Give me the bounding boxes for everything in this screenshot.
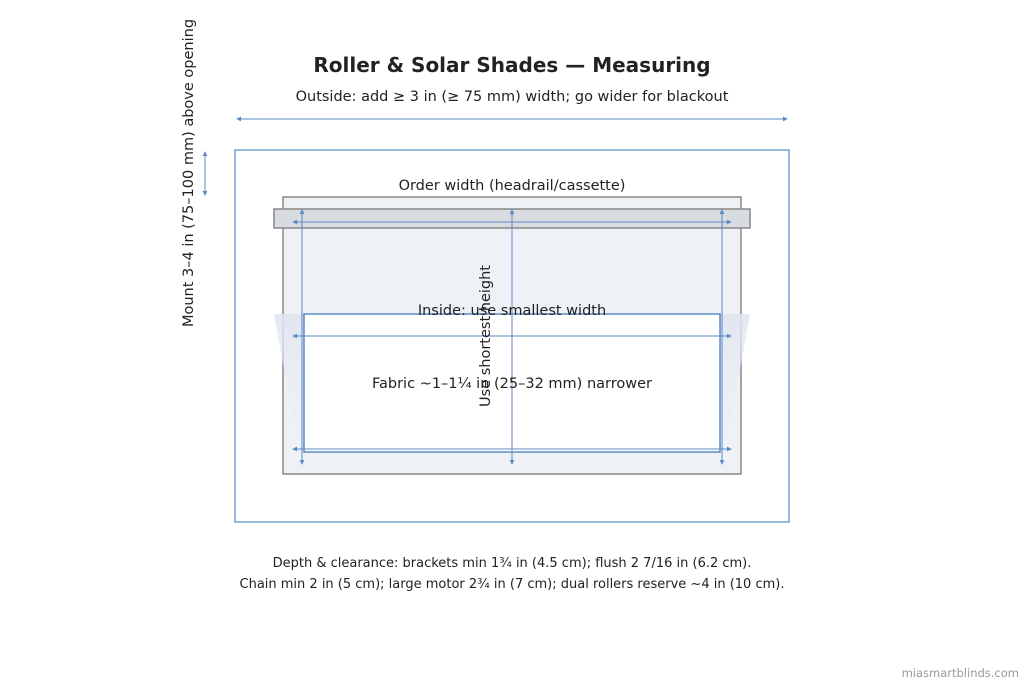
watermark: miasmartblinds.com [902, 666, 1019, 680]
order-width-label: Order width (headrail/cassette) [399, 178, 626, 194]
diagram-title: Roller & Solar Shades — Measuring [313, 53, 710, 77]
outside-mount-frame [234, 149, 790, 523]
inside-width-label: Inside: use smallest width [418, 303, 606, 319]
mount-height-label: Mount 3–4 in (75–100 mm) above opening [181, 19, 197, 327]
fabric-width-label: Fabric ~1–1¼ in (25–32 mm) narrower [372, 376, 652, 392]
shortest-height-label: Use shortest height [478, 265, 494, 407]
footer-line-2: Chain min 2 in (5 cm); large motor 2¾ in… [240, 577, 785, 592]
footer-line-1: Depth & clearance: brackets min 1¾ in (4… [273, 556, 752, 571]
outside-mount-note: Outside: add ≥ 3 in (≥ 75 mm) width; go … [296, 89, 729, 105]
